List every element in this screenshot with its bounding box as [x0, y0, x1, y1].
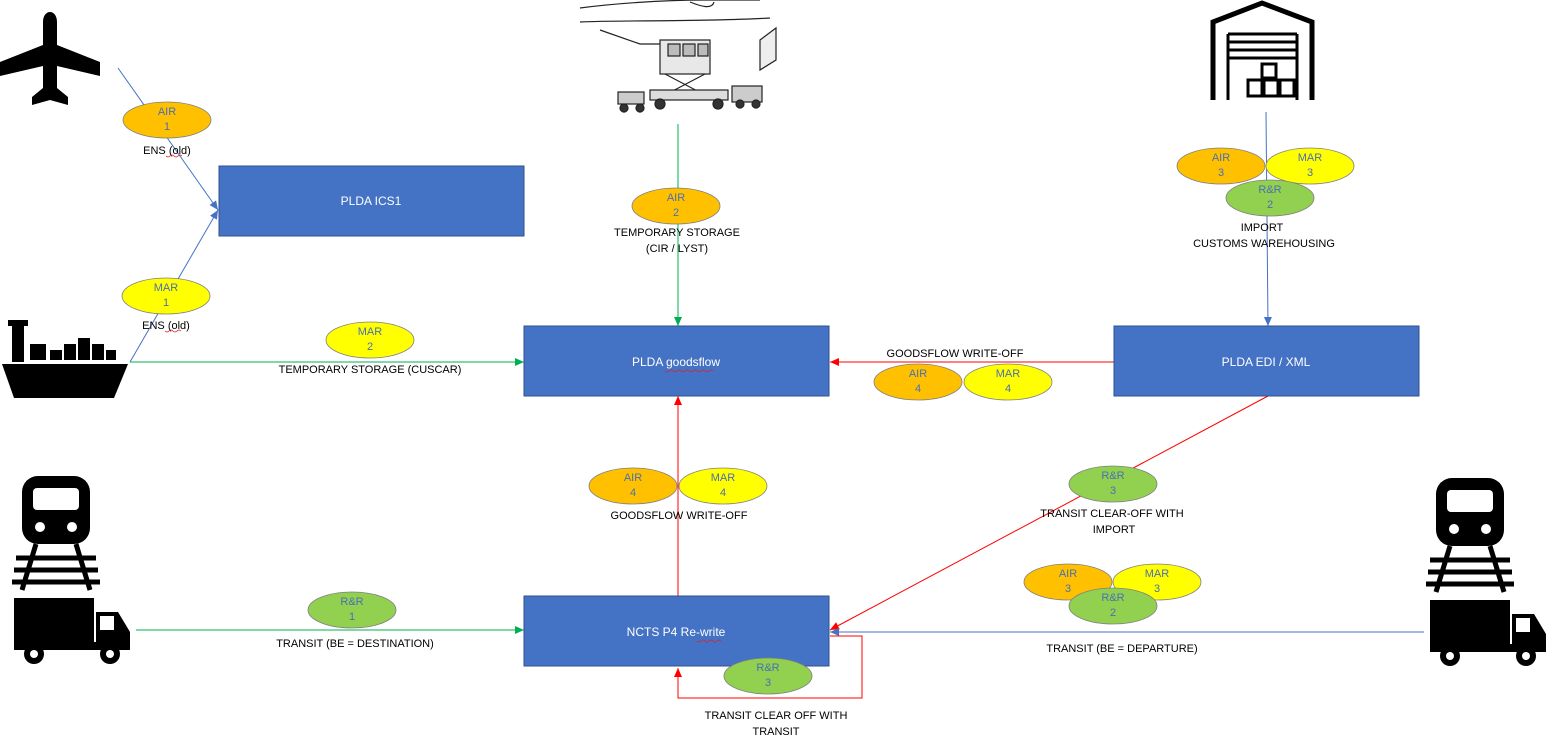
arrow-airplane-to-ics1: [117, 67, 219, 211]
badge-rr-3-bottom: R&R 3: [723, 657, 813, 695]
system-box-goodsflow[interactable]: PLDA goodsflow: [523, 325, 830, 397]
flow-label-ens-mar: ENS (old): [142, 320, 190, 332]
train-icon: [1426, 478, 1514, 593]
badge-type: MAR: [1298, 152, 1323, 164]
badge-type: MAR: [154, 282, 179, 294]
flow-label-ts-cir-line2: (CIR / LYST): [646, 243, 708, 255]
badge-number: 1: [164, 121, 170, 133]
badge-number: 3: [1218, 167, 1224, 179]
badge-rr-3-right: R&R 3: [1068, 465, 1158, 503]
badge-type: R&R: [340, 596, 363, 608]
badge-number: 3: [1154, 583, 1160, 595]
flow-label-writeoff-mid: GOODSFLOW WRITE-OFF: [611, 510, 748, 522]
airplane-icon: [0, 12, 100, 105]
badge-number: 4: [630, 487, 636, 499]
badge-type: AIR: [158, 106, 176, 118]
flow-label-writeoff-right: GOODSFLOW WRITE-OFF: [887, 348, 1024, 360]
flow-label-ens-air: ENS (old): [143, 145, 191, 157]
badge-type: AIR: [909, 368, 927, 380]
ship-icon: [2, 320, 128, 398]
badge-number: 4: [915, 383, 921, 395]
badge-air-1: AIR 1: [122, 101, 212, 139]
badge-type: R&R: [756, 662, 779, 674]
badge-rr-1: R&R 1: [307, 591, 397, 629]
system-box-edi[interactable]: PLDA EDI / XML: [1113, 325, 1420, 397]
flow-label-tco-transit-line2: TRANSIT: [752, 726, 799, 738]
badge-air-4-mid: AIR 4: [588, 467, 678, 505]
flow-label-transit-departure: TRANSIT (BE = DEPARTURE): [1046, 643, 1197, 655]
flow-label-tco-transit-line1: TRANSIT CLEAR OFF WITH: [705, 710, 848, 722]
system-label: PLDA ICS1: [341, 194, 402, 208]
system-label: PLDA goodsflow: [632, 355, 720, 369]
system-box-ncts[interactable]: NCTS P4 Re-write: [523, 595, 830, 667]
cargo-loading-icon: [579, 0, 777, 113]
badge-number: 2: [367, 341, 373, 353]
badge-number: 3: [1110, 485, 1116, 497]
flow-label-ts-cuscar: TEMPORARY STORAGE (CUSCAR): [279, 364, 462, 376]
badge-type: MAR: [1145, 568, 1170, 580]
badge-type: R&R: [1101, 470, 1124, 482]
badge-type: MAR: [996, 368, 1021, 380]
badge-mar-4-mid: MAR 4: [678, 467, 768, 505]
badge-type: AIR: [1212, 152, 1230, 164]
badge-rr-2-bottom: R&R 2: [1068, 587, 1158, 625]
warehouse-icon: [1210, 0, 1315, 100]
flow-label-import-line2: CUSTOMS WAREHOUSING: [1193, 238, 1335, 250]
badge-number: 2: [673, 207, 679, 219]
badge-rr-2-top: R&R 2: [1225, 179, 1315, 217]
truck-icon: [14, 598, 130, 664]
badge-type: MAR: [711, 472, 736, 484]
badge-mar-3-top: MAR 3: [1265, 147, 1355, 185]
badge-mar-4-right: MAR 4: [963, 363, 1053, 401]
system-label: PLDA EDI / XML: [1222, 355, 1311, 369]
badge-type: R&R: [1101, 592, 1124, 604]
flow-label-ts-cir-line1: TEMPORARY STORAGE: [614, 227, 740, 239]
truck-icon: [1430, 600, 1546, 666]
badge-type: AIR: [667, 192, 685, 204]
badge-type: AIR: [624, 472, 642, 484]
badge-mar-2: MAR 2: [325, 321, 415, 359]
flow-label-import-line1: IMPORT: [1241, 222, 1284, 234]
badge-type: MAR: [358, 326, 383, 338]
badge-type: AIR: [1059, 568, 1077, 580]
badge-air-2: AIR 2: [631, 187, 721, 225]
badge-number: 1: [163, 297, 169, 309]
flow-label-transit-destination: TRANSIT (BE = DESTINATION): [276, 638, 434, 650]
badge-number: 3: [765, 677, 771, 689]
badge-type: R&R: [1258, 184, 1281, 196]
system-box-ics1[interactable]: PLDA ICS1: [218, 165, 525, 237]
badge-number: 2: [1267, 199, 1273, 211]
badge-mar-1: MAR 1: [121, 277, 211, 315]
badge-number: 2: [1110, 607, 1116, 619]
flow-label-tco-import-line1: TRANSIT CLEAR-OFF WITH: [1040, 508, 1183, 520]
badge-number: 3: [1307, 167, 1313, 179]
flow-label-tco-import-line2: IMPORT: [1093, 524, 1136, 536]
arrow-edi-to-ncts: [829, 395, 1269, 631]
badge-number: 1: [349, 611, 355, 623]
badge-number: 4: [720, 487, 726, 499]
train-icon: [12, 476, 100, 591]
badge-number: 4: [1005, 383, 1011, 395]
arrow-ncts-loop: [674, 635, 863, 699]
badge-number: 3: [1065, 583, 1071, 595]
badge-air-3-top: AIR 3: [1176, 147, 1266, 185]
arrow-warehouse-to-edi: [1263, 111, 1272, 327]
badge-air-4-right: AIR 4: [873, 363, 963, 401]
system-label: NCTS P4 Re-write: [627, 625, 726, 639]
